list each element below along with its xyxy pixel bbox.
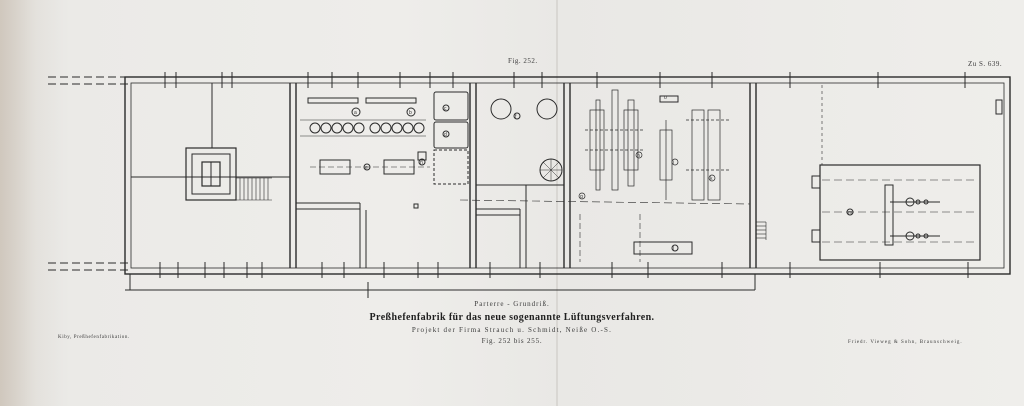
plan-title: Preßhefenfabrik für das neue sogenannte … [369, 312, 655, 323]
tank-row-top-left [307, 97, 359, 104]
outer-wall [124, 76, 1011, 275]
plan-label-h: h [637, 153, 640, 159]
tank-a [433, 91, 469, 121]
plan-label-n: n [420, 160, 423, 166]
plan-label-k: k [710, 176, 713, 182]
plan-label-b: b [409, 110, 412, 116]
vat-row-right [369, 122, 425, 134]
center-fold-line [556, 0, 558, 406]
figure-label: Fig. 252. [508, 57, 538, 65]
plan-label-f: f [515, 114, 517, 120]
page-reference: Zu S. 639. [968, 60, 1003, 68]
author-credit: Kiby, Preßhefenfabrikation. [58, 335, 130, 340]
plan-subtitle: Parterre - Grundriß. [474, 300, 550, 308]
project-line: Projekt der Firma Strauch u. Schmidt, Ne… [411, 326, 613, 334]
section-line [459, 199, 751, 205]
bench [633, 241, 693, 255]
apparatus-group-1 [578, 89, 645, 200]
stair-steps [236, 177, 272, 201]
plan-label-e: e [365, 165, 368, 171]
plan-label-g: g [580, 194, 583, 200]
vat-row-left [309, 122, 365, 134]
apparatus-group-2 [659, 109, 730, 201]
plan-label-l: l [673, 246, 674, 252]
large-vat [819, 164, 981, 261]
page-fold-shadow [0, 0, 60, 406]
figure-range: Fig. 252 bis 255. [481, 337, 543, 345]
tank-b [433, 121, 469, 149]
publisher-credit: Friedr. Vieweg & Sohn, Braunschweig. [848, 340, 963, 345]
stair-core [185, 147, 237, 201]
tank-c [433, 149, 469, 185]
plan-label-i: i [673, 160, 674, 166]
tank-row-top-right [365, 97, 417, 104]
round-tank-2 [536, 98, 558, 120]
plan-label-m: m [848, 210, 852, 216]
side-stair [756, 221, 767, 240]
plan-label-a: a [354, 110, 357, 116]
round-tank-1 [490, 98, 512, 120]
wall-ticks [159, 72, 969, 298]
plan-label-o: o [664, 95, 667, 101]
plan-letters: a b c d e f g h i k l m n o [354, 95, 852, 252]
plan-label-d: d [444, 132, 447, 138]
vent [995, 99, 1003, 115]
inner-wall [130, 82, 1005, 269]
plan-label-c: c [444, 106, 447, 112]
